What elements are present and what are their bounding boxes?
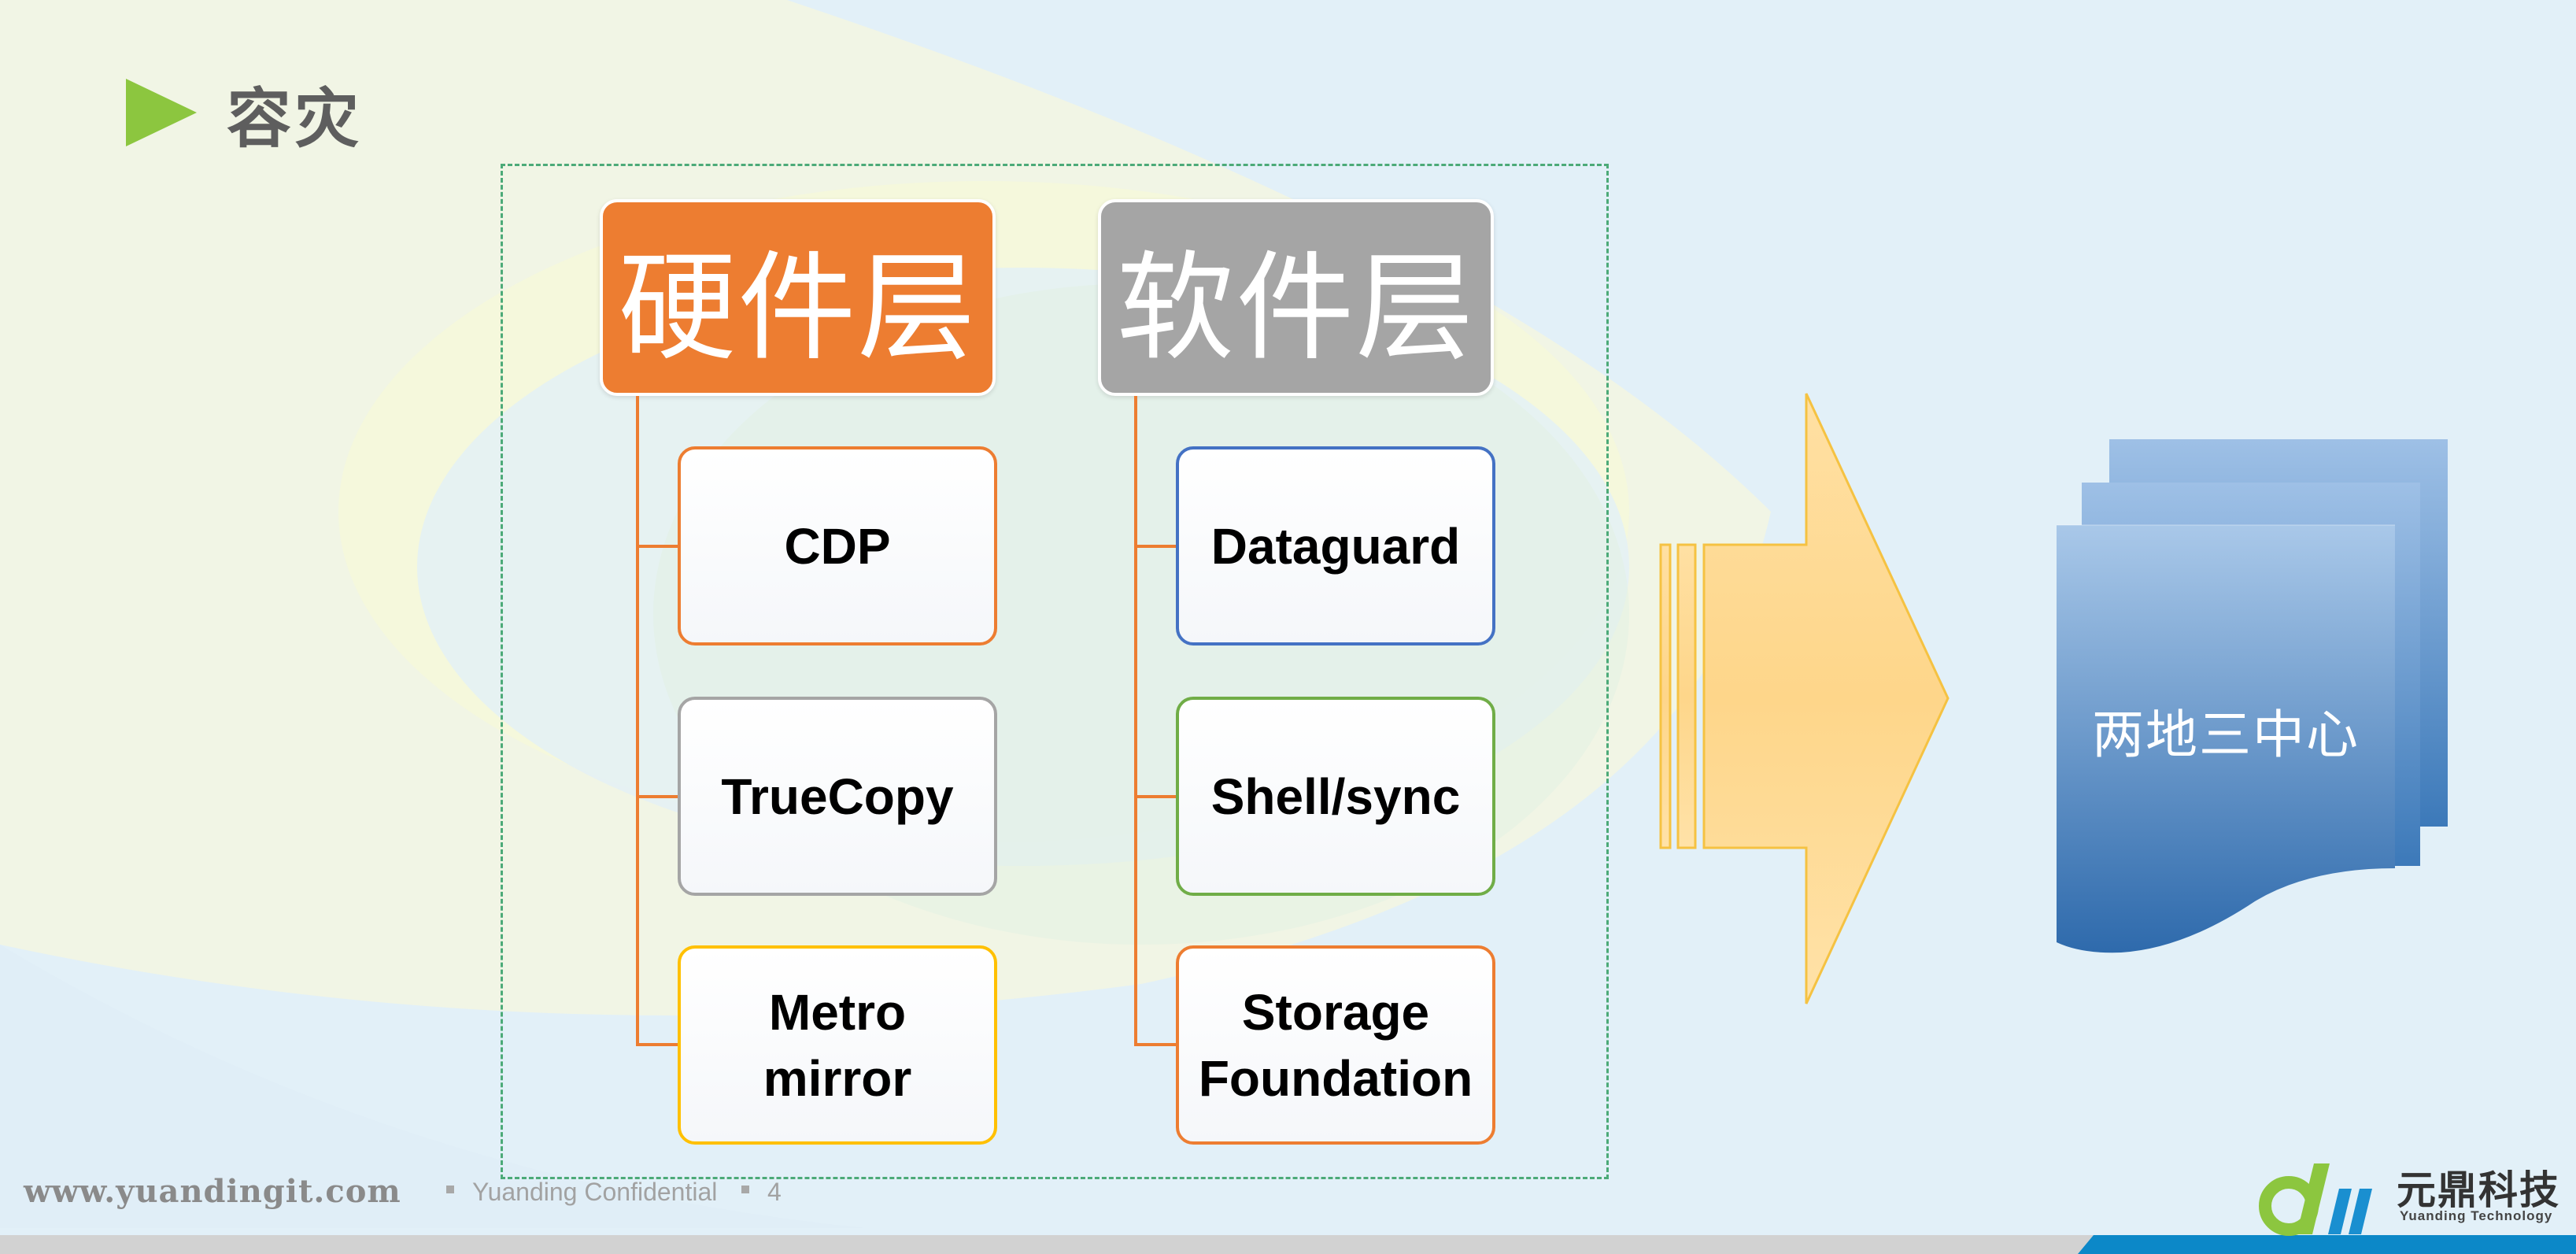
slide-title-area: 容灾 <box>126 69 362 157</box>
yuanding-logo-icon <box>2259 1163 2372 1236</box>
target-label: 两地三中心 <box>2092 705 2360 765</box>
hardware-connector-branch <box>636 545 678 548</box>
striped-right-arrow-icon <box>1659 393 1950 1004</box>
software-item-storage-foundation: Storage Foundation <box>1176 945 1495 1145</box>
item-label: Shell/sync <box>1210 768 1461 825</box>
slide-title: 容灾 <box>227 81 363 157</box>
item-label: CDP <box>784 517 891 575</box>
footer-separator <box>741 1186 749 1193</box>
logo-cn-name: 元鼎科技 <box>2397 1167 2560 1213</box>
item-label: Metro mirror <box>763 983 912 1107</box>
diagram-frame <box>501 164 1609 1179</box>
hardware-item-truecopy: TrueCopy <box>678 697 997 896</box>
hardware-connector-trunk <box>636 396 639 1045</box>
hardware-layer-header: 硬件层 <box>600 199 996 396</box>
software-connector-trunk <box>1134 396 1137 1045</box>
footer-bar <box>0 1235 2576 1254</box>
footer-separator <box>446 1186 454 1193</box>
footer-confidential: Yuanding Confidential <box>472 1178 718 1206</box>
software-item-dataguard: Dataguard <box>1176 446 1495 645</box>
software-layer-header: 软件层 <box>1098 199 1494 396</box>
software-connector-branch <box>1134 545 1177 548</box>
item-label: Dataguard <box>1210 517 1461 575</box>
item-label: TrueCopy <box>721 768 954 825</box>
software-item-shell-sync: Shell/sync <box>1176 697 1495 896</box>
document-stack-icon <box>2057 439 2448 953</box>
hardware-item-cdp: CDP <box>678 446 997 645</box>
hardware-connector-branch <box>636 1043 678 1046</box>
software-connector-branch <box>1134 1043 1177 1046</box>
footer-website: www.yuandingit.com <box>24 1173 401 1210</box>
item-label: Storage Foundation <box>1198 983 1473 1107</box>
hardware-item-metro-mirror: Metro mirror <box>678 945 997 1145</box>
hardware-connector-branch <box>636 795 678 798</box>
page-number: 4 <box>767 1178 782 1206</box>
logo-en-name: Yuanding Technology <box>2400 1208 2553 1223</box>
play-arrow-icon <box>126 79 197 146</box>
software-connector-branch <box>1134 795 1177 798</box>
